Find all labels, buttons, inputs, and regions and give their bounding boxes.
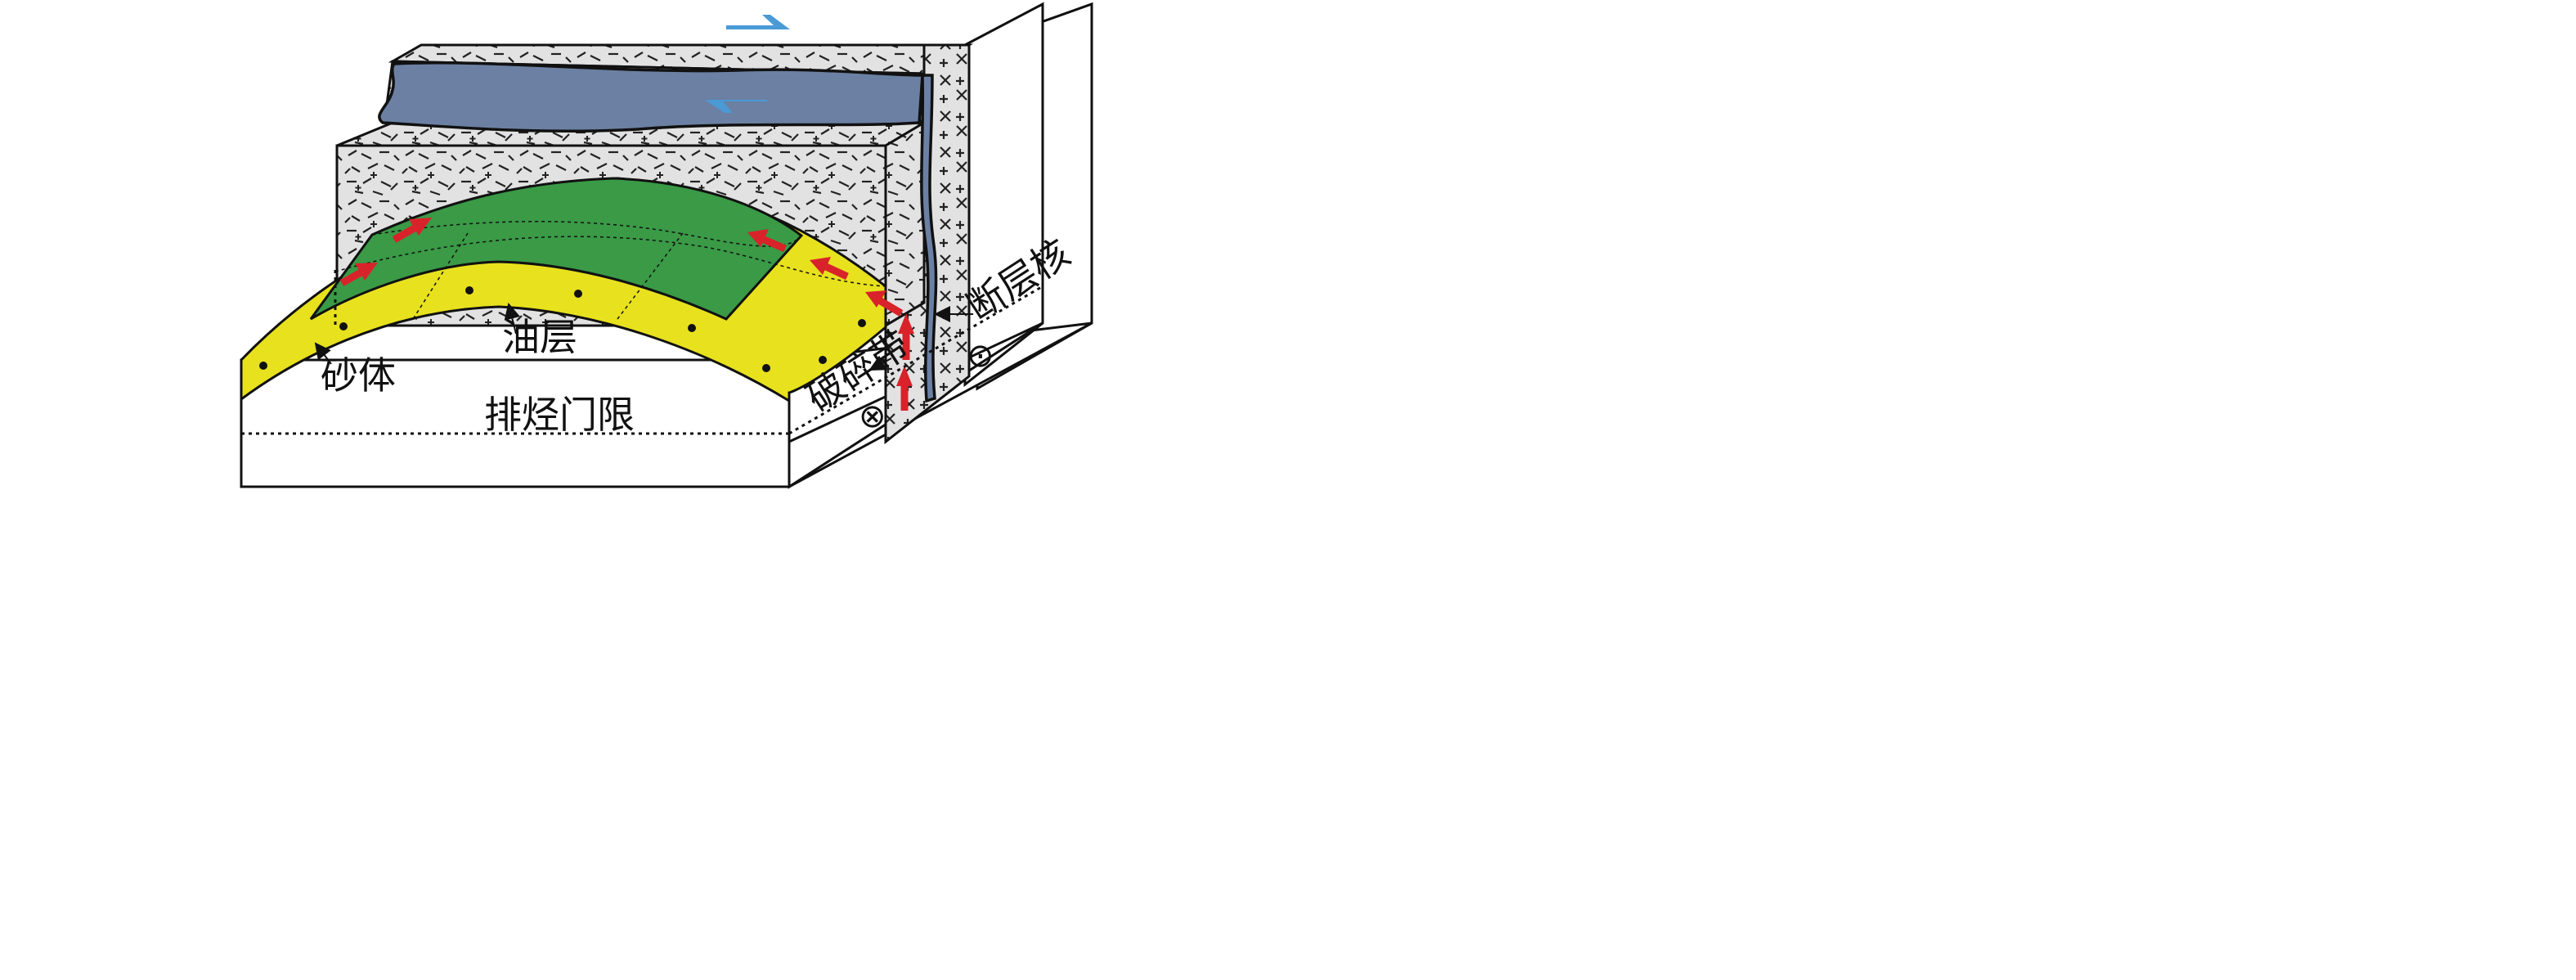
migration-arrow-2 [339, 263, 378, 286]
fault-plane-upper [378, 61, 924, 133]
dot [574, 290, 582, 298]
leader-sand-body [314, 342, 332, 365]
label-sand-body: 砂体 [321, 353, 396, 398]
caprock-side-face [884, 120, 926, 328]
leader-lines [314, 303, 973, 371]
out-of-page-symbol: ⊙ [967, 337, 994, 375]
migration-arrows [339, 218, 914, 411]
shear-arrow-top [726, 15, 790, 29]
leader-fracture-zone [868, 355, 892, 371]
dot [688, 324, 696, 332]
dot [762, 364, 770, 372]
dot [819, 356, 827, 364]
dot [339, 322, 348, 330]
migration-arrow-1 [392, 218, 432, 243]
label-hydrocarbon-threshold: 排烃门限 [484, 393, 635, 437]
migration-arrow-7 [896, 366, 913, 411]
label-oil-layer: 油层 [502, 315, 577, 359]
fault-core-plane [378, 61, 938, 403]
threshold-side [788, 285, 1043, 435]
migration-arrow-5 [865, 290, 904, 317]
threshold-lines [241, 270, 1043, 435]
migration-arrow-3 [747, 229, 787, 253]
oil-layer [309, 177, 886, 321]
shear-arrow-front [705, 100, 767, 113]
migration-arrow-4 [810, 257, 849, 281]
dot [858, 319, 866, 327]
shear-arrows [705, 15, 790, 113]
into-page-symbol: ⊗ [859, 398, 886, 435]
oil-layer-grid [334, 221, 886, 320]
migration-arrow-6 [898, 313, 914, 360]
fault-plane-vertical [920, 74, 938, 403]
oil-layer-shape [309, 177, 804, 321]
dot [465, 286, 473, 294]
dot [259, 362, 267, 370]
sample-dots [259, 286, 866, 372]
leader-oil-layer [504, 303, 521, 335]
